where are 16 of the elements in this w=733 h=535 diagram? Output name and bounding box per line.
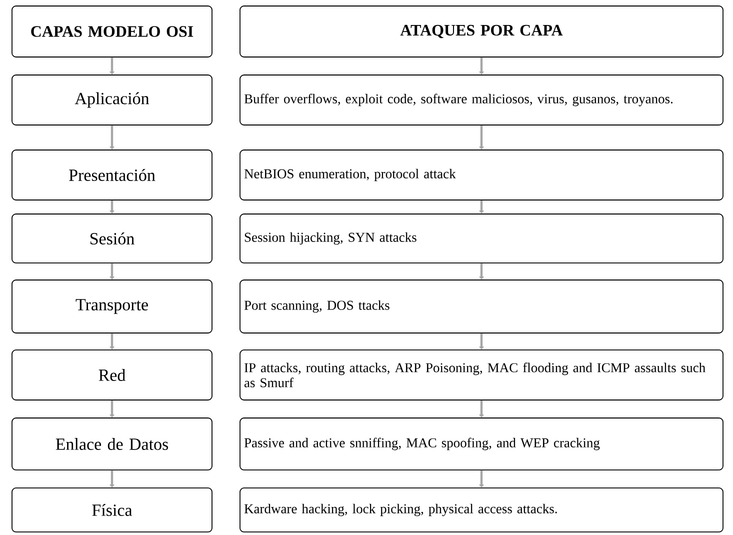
layer-box: Transporte <box>12 280 212 334</box>
layer-box: Física <box>12 488 212 532</box>
layer-box: Presentación <box>12 150 212 200</box>
attack-box: NetBIOS enumeration, protocol attack <box>240 150 724 200</box>
attack-box: IP attacks, routing attacks, ARP Poisoning, MAC flooding and ICMP assaults such as Smurf <box>240 350 724 400</box>
attack-box: Buffer overflows, exploit code, software maliciosos, virus, gusanos, troyanos. <box>240 74 724 126</box>
layer-box: Enlace de Datos <box>12 418 212 470</box>
attack-box: Port scanning, DOS ttacks <box>240 280 724 334</box>
header-box: ATAQUES POR CAPA <box>240 6 724 58</box>
layer-box: Red <box>12 350 212 400</box>
layer-box: Aplicación <box>12 74 212 126</box>
attack-box: Kardware hacking, lock picking, physical access attacks. <box>240 488 724 532</box>
header-box: CAPAS MODELO OSI <box>12 6 212 58</box>
attack-box: Passive and active snniffing, MAC spoofing, and WEP cracking <box>240 418 724 470</box>
attack-box: Session hijacking, SYN attacks <box>240 214 724 264</box>
layer-box: Sesión <box>12 214 212 264</box>
